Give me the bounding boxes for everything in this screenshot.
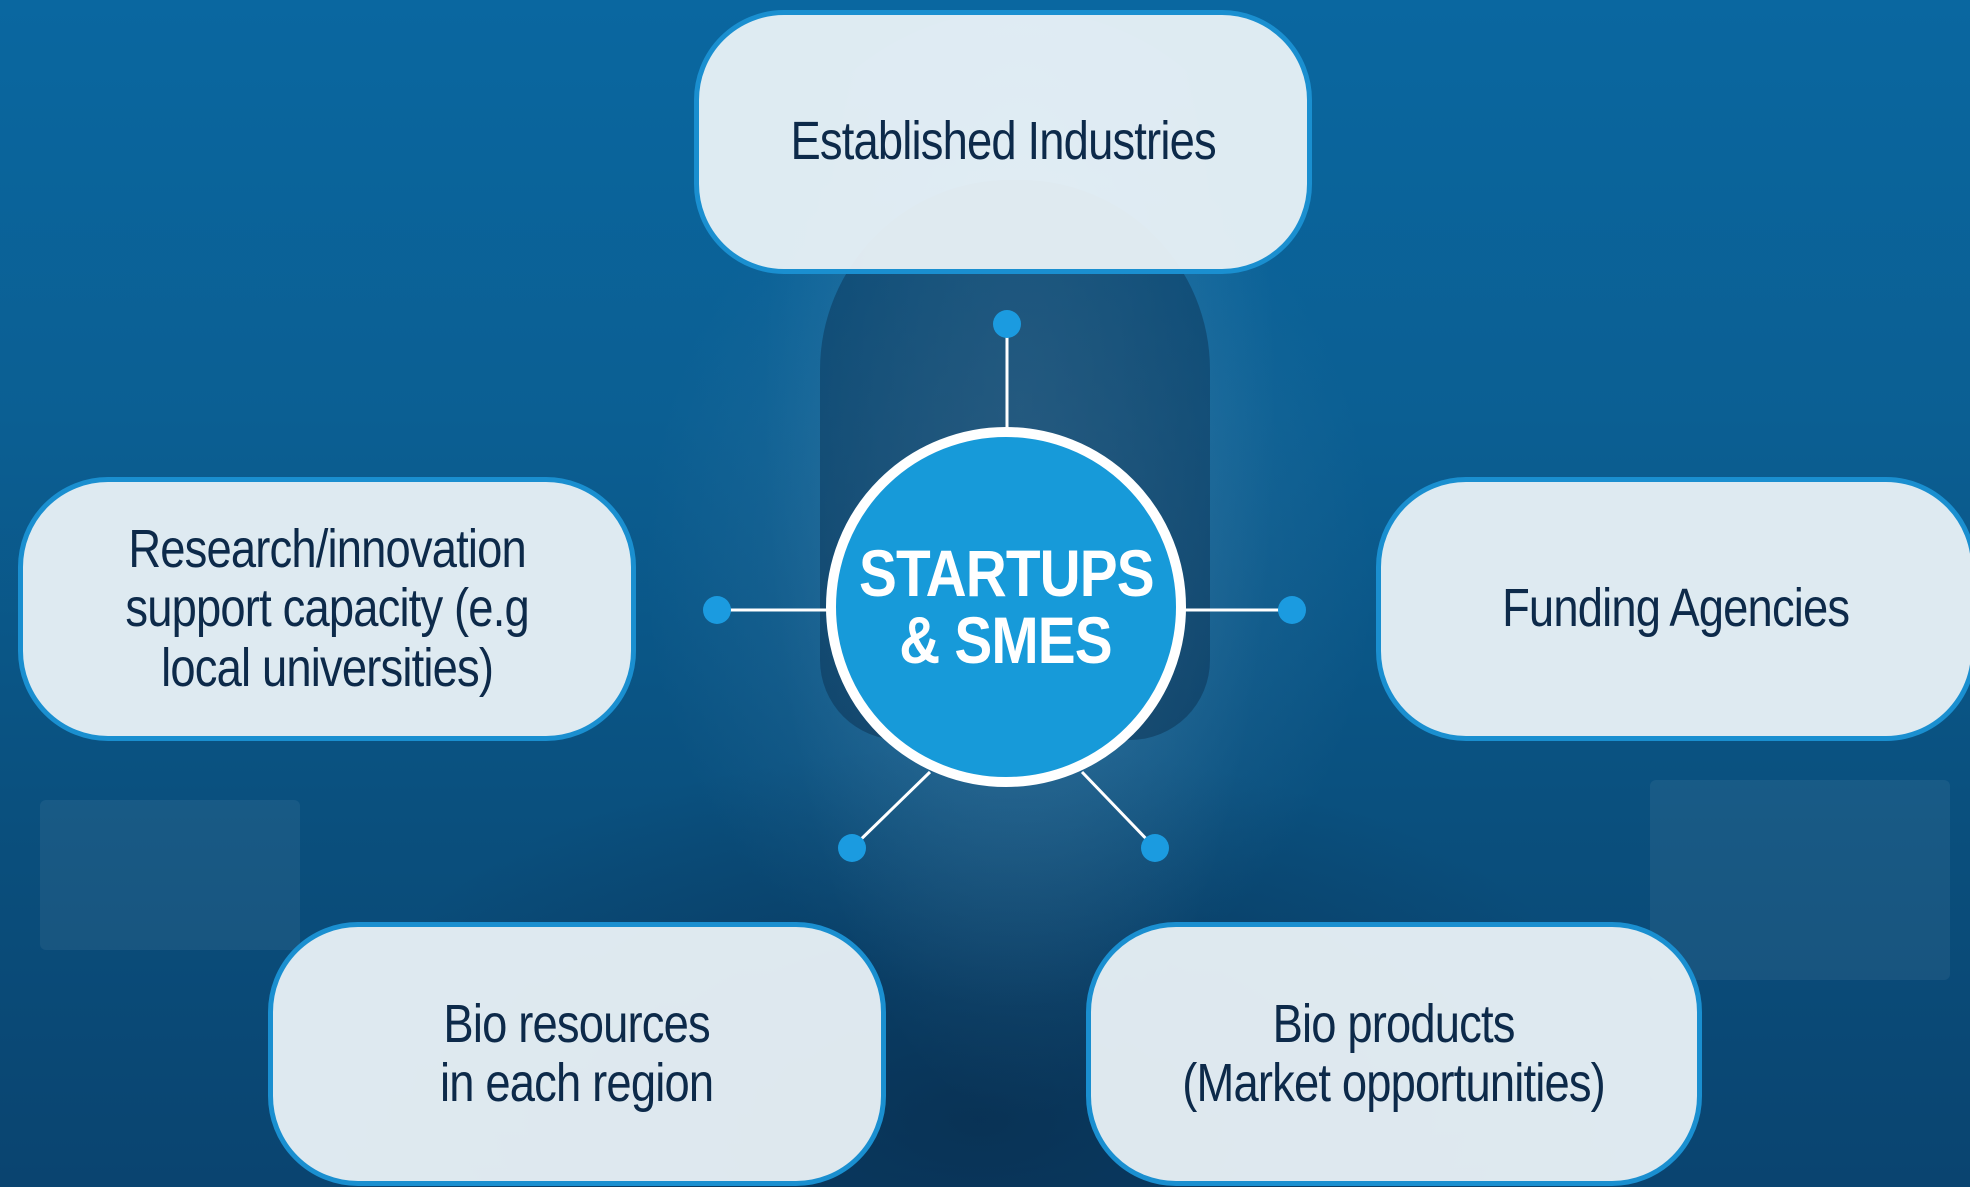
- connector-dot-top: [993, 310, 1021, 338]
- connector-dot-bottom-left: [838, 834, 866, 862]
- hub-label-line2: & SMES: [899, 603, 1113, 677]
- background-lab-equipment: [40, 800, 300, 950]
- hub-label-line1: STARTUPS: [858, 535, 1155, 610]
- connector-dot-right: [1278, 596, 1306, 624]
- node-bio-products: Bio products (Market opportunities): [1086, 922, 1702, 1186]
- node-research-innovation: Research/innovation support capacity (e.…: [18, 477, 636, 741]
- node-bio-resources: Bio resources in each region: [268, 922, 886, 1186]
- node-funding-agencies: Funding Agencies: [1376, 477, 1970, 741]
- connector-bottom-right: [1080, 770, 1157, 850]
- node-label: Research/innovation support capacity (e.…: [125, 518, 529, 698]
- node-established-industries: Established Industries: [694, 10, 1312, 274]
- connector-dot-bottom-right: [1141, 834, 1169, 862]
- node-label: Established Industries: [790, 111, 1216, 172]
- background-lab-equipment: [1650, 780, 1950, 980]
- node-label: Funding Agencies: [1502, 578, 1850, 639]
- node-label: Bio products (Market opportunities): [1182, 993, 1607, 1113]
- connector-bottom-left: [850, 770, 932, 850]
- hub-circle: STARTUPS & SMES: [826, 427, 1186, 787]
- node-label: Bio resources in each region: [440, 993, 714, 1113]
- connector-dot-left: [703, 596, 731, 624]
